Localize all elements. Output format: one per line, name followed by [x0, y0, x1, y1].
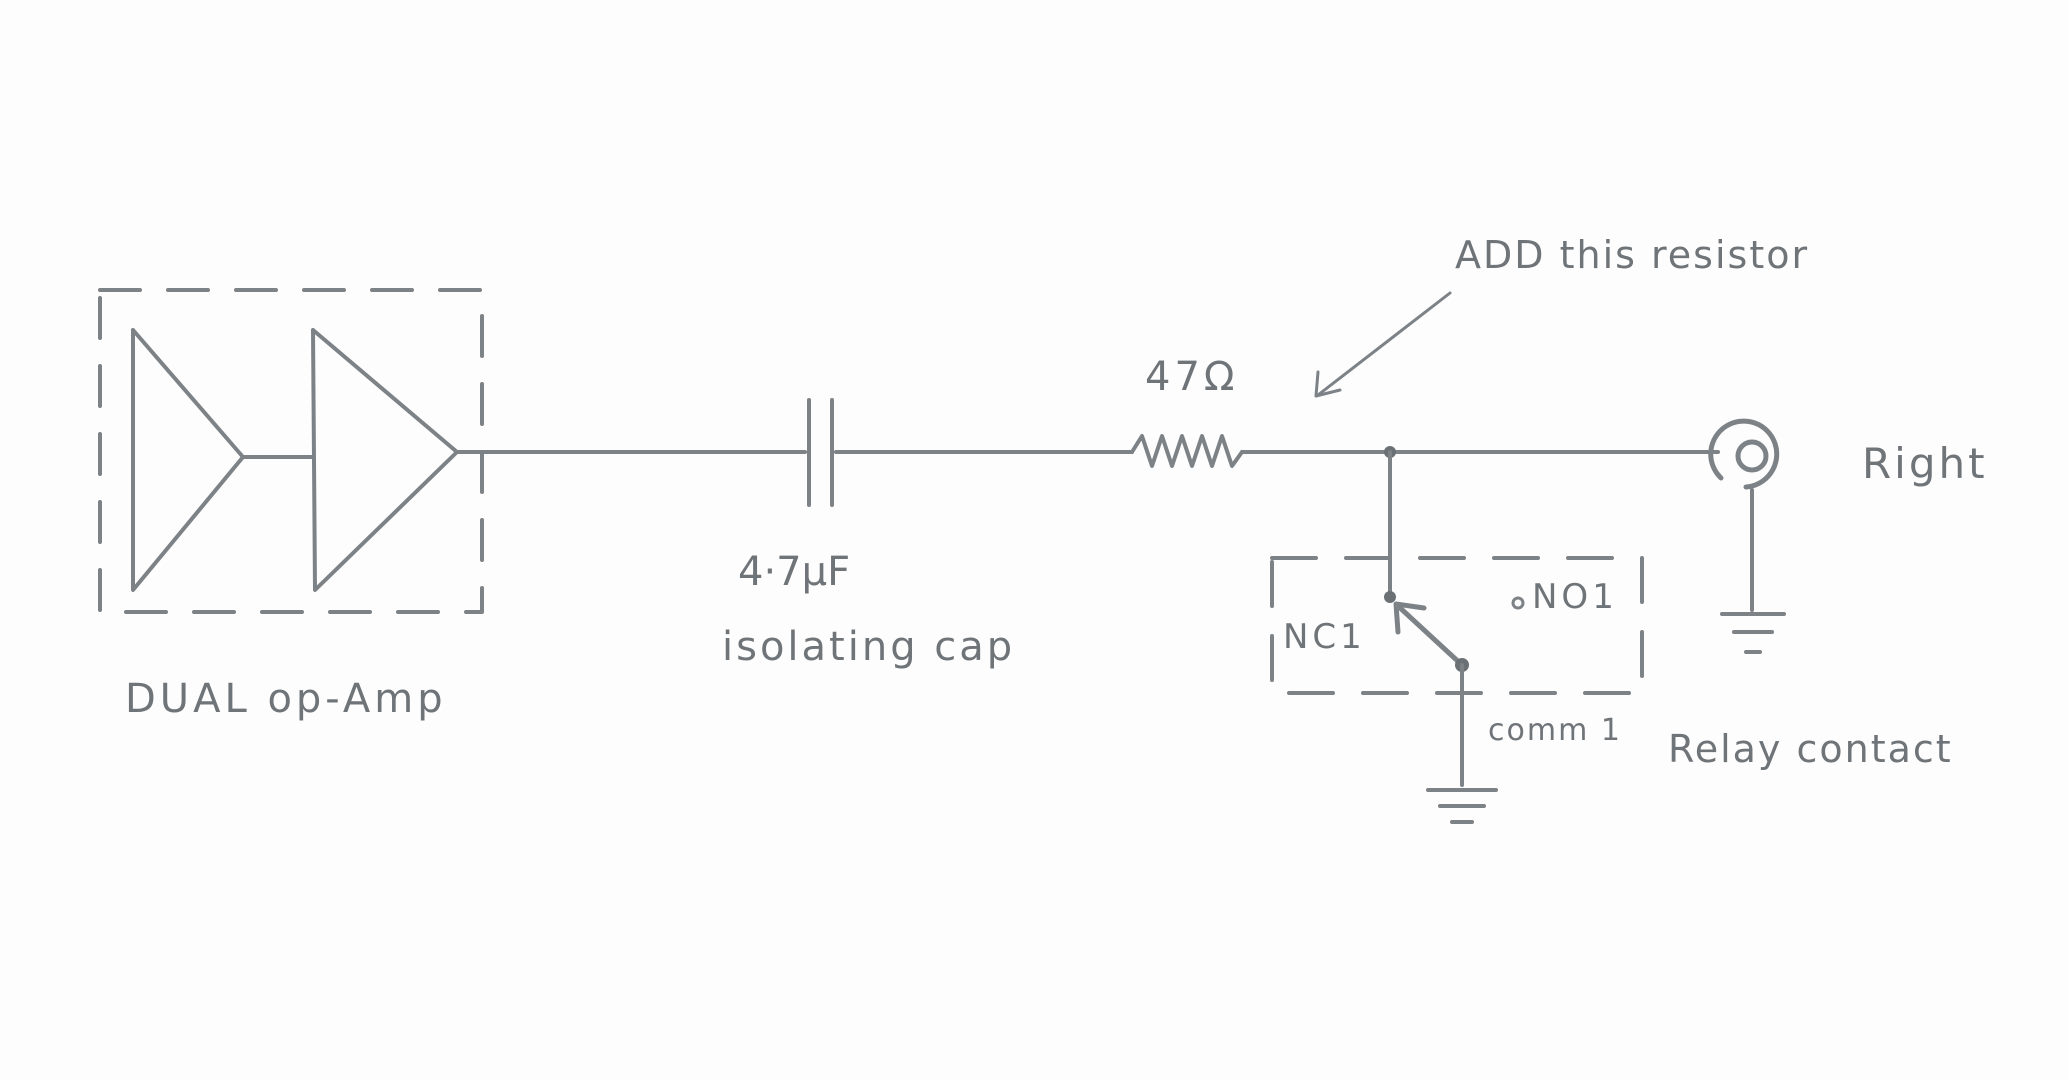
nc-contact-label: NC1 — [1283, 617, 1366, 657]
ground-symbol-icon — [1426, 788, 1498, 824]
comm-contact-label: comm 1 — [1488, 713, 1622, 748]
relay-enclosure — [1270, 556, 1644, 695]
op-amp-label: DUAL op-Amp — [125, 676, 447, 722]
annotation-arrowhead-icon — [1314, 370, 1342, 398]
annotation-label: ADD this resistor — [1455, 233, 1809, 277]
nc-contact-point — [1384, 591, 1396, 603]
no-contact-label: NO1 — [1532, 577, 1618, 617]
relay-switch-arm — [1395, 603, 1465, 668]
capacitor-value-label: 4·7μF — [738, 549, 850, 595]
op-amp-1 — [131, 328, 245, 592]
output-label: Right — [1862, 439, 1988, 488]
jack-ground-symbol-icon — [1720, 612, 1786, 654]
annotation-arrow-line — [1316, 291, 1452, 397]
resistor-47-ohm — [1130, 434, 1244, 468]
relay-contact-label: Relay contact — [1668, 727, 1953, 771]
capacitor-description-label: isolating cap — [722, 624, 1015, 670]
switch-arrowhead-icon — [1393, 601, 1427, 635]
resistor-value-label: 47Ω — [1145, 354, 1238, 400]
op-amp-2 — [311, 328, 459, 592]
no-contact-point — [1511, 596, 1525, 610]
rca-jack-icon — [1708, 418, 1780, 490]
